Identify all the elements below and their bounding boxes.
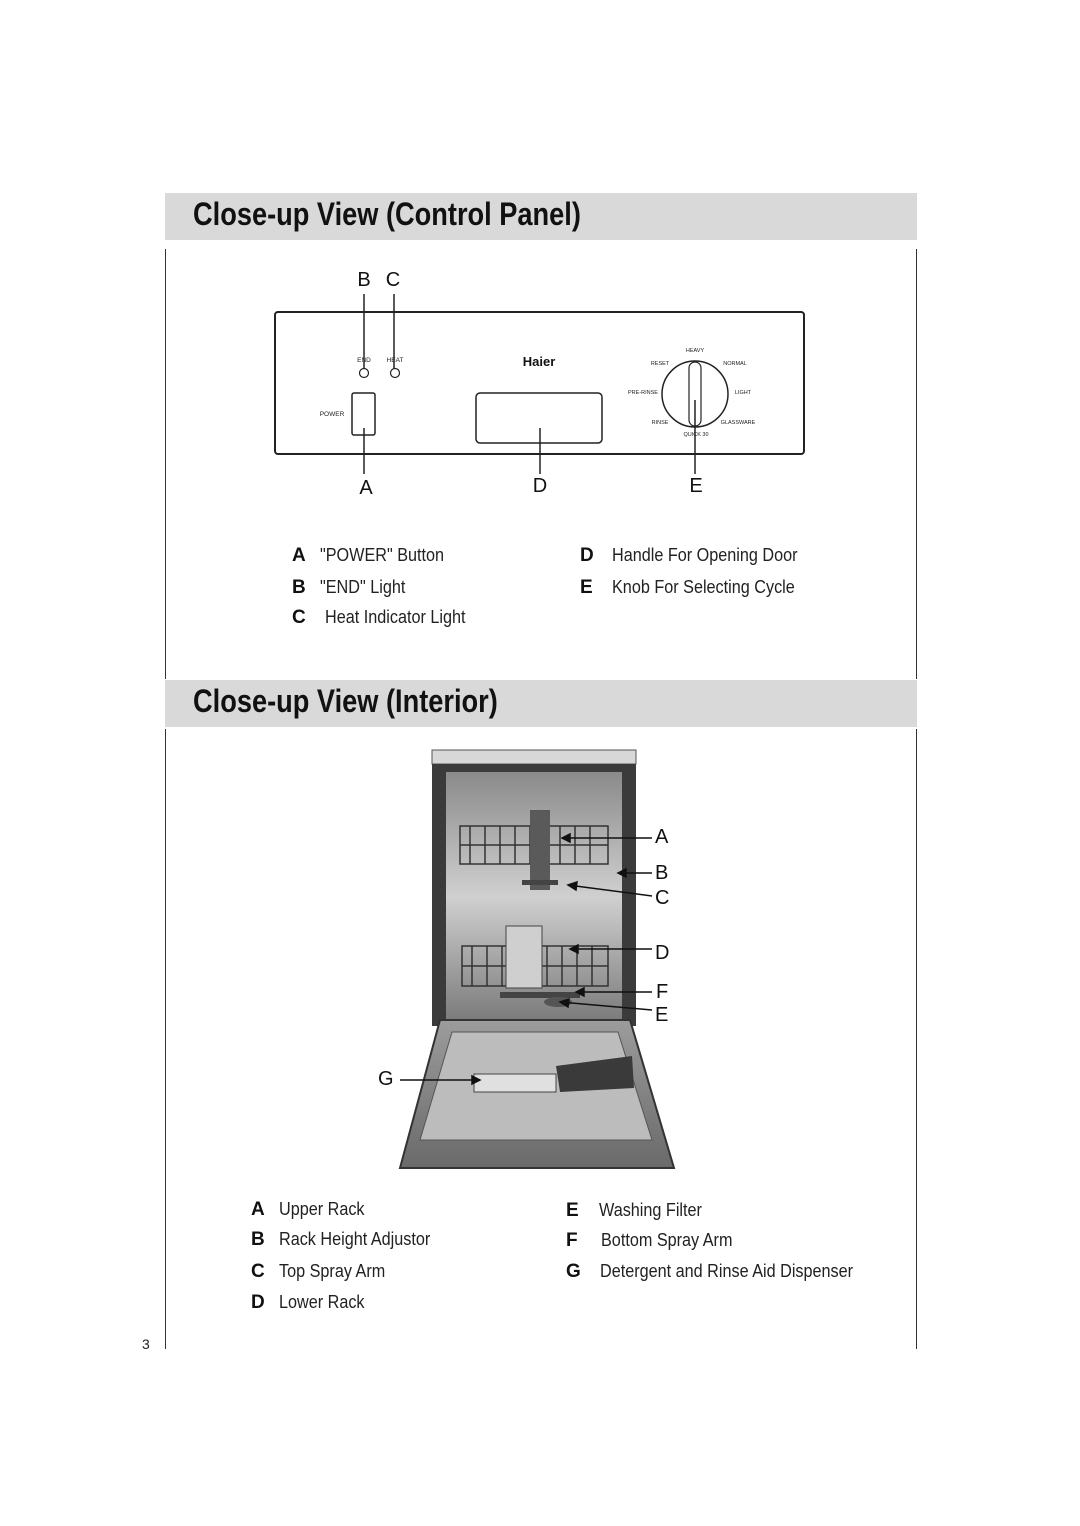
end-label: END — [357, 357, 371, 364]
interior-title: Close-up View (Interior) — [193, 683, 498, 719]
legend-text: Upper Rack — [279, 1199, 365, 1219]
left-rule-2 — [165, 729, 166, 1349]
legend-letter: D — [251, 1292, 265, 1313]
legend-letter: G — [566, 1261, 581, 1282]
legend-letter: E — [566, 1200, 579, 1221]
legend-text: Heat Indicator Light — [325, 607, 466, 627]
callout-g: G — [378, 1068, 394, 1090]
svg-text:RESET: RESET — [651, 361, 670, 367]
legend-letter: F — [566, 1230, 578, 1251]
svg-text:RINSE: RINSE — [652, 420, 669, 426]
callout-d: D — [533, 475, 547, 497]
legend-item: A Upper Rack — [251, 1199, 374, 1221]
legend-letter: E — [580, 577, 593, 598]
legend-item: B Rack Height Adjustor — [251, 1229, 447, 1251]
left-rule — [165, 249, 166, 679]
legend-item: F Bottom Spray Arm — [566, 1230, 747, 1252]
page-number: 3 — [142, 1336, 150, 1352]
callout-b: B — [357, 269, 370, 291]
legend-text: "END" Light — [320, 577, 406, 597]
control-panel-section-header: Close-up View (Control Panel) — [165, 193, 917, 240]
callout-c: C — [386, 269, 400, 291]
callout-f: F — [656, 981, 668, 1003]
svg-text:GLASSWARE: GLASSWARE — [721, 420, 756, 426]
cutlery-basket — [505, 925, 543, 989]
legend-text: Lower Rack — [279, 1292, 365, 1312]
svg-text:QUICK 30: QUICK 30 — [683, 432, 708, 438]
legend-text: Knob For Selecting Cycle — [612, 577, 795, 597]
legend-text: Bottom Spray Arm — [601, 1230, 733, 1250]
detergent-dispenser — [473, 1073, 557, 1093]
legend-item: E Washing Filter — [566, 1200, 713, 1222]
control-panel-title: Close-up View (Control Panel) — [193, 196, 581, 232]
legend-item: E Knob For Selecting Cycle — [580, 577, 815, 599]
legend-item: D Lower Rack — [251, 1292, 374, 1314]
legend-item: C Heat Indicator Light — [292, 607, 481, 629]
svg-text:LIGHT: LIGHT — [735, 390, 752, 396]
door-handle — [475, 392, 603, 444]
legend-text: Washing Filter — [599, 1200, 702, 1220]
legend-item: C Top Spray Arm — [251, 1261, 397, 1283]
legend-letter: A — [292, 545, 306, 566]
legend-text: Detergent and Rinse Aid Dispenser — [600, 1261, 854, 1281]
interior-section-header: Close-up View (Interior) — [165, 680, 917, 727]
legend-letter: A — [251, 1199, 265, 1220]
legend-letter: D — [580, 545, 594, 566]
legend-letter: C — [251, 1261, 265, 1282]
legend-text: Top Spray Arm — [279, 1261, 386, 1281]
legend-text: Handle For Opening Door — [612, 545, 798, 565]
brand-logo: Haier — [523, 354, 556, 369]
callout-d: D — [655, 942, 669, 964]
svg-text:HEAVY: HEAVY — [686, 348, 705, 354]
callout-b: B — [655, 862, 668, 884]
top-spray-arm — [522, 880, 558, 885]
heat-label: HEAT — [387, 357, 404, 364]
svg-text:NORMAL: NORMAL — [723, 361, 747, 367]
callout-a: A — [359, 477, 373, 499]
legend-item: G Detergent and Rinse Aid Dispenser — [566, 1261, 881, 1283]
right-rule-2 — [916, 729, 917, 1349]
legend-item: B "END" Light — [292, 577, 415, 599]
end-light — [358, 367, 370, 379]
legend-text: "POWER" Button — [320, 545, 445, 565]
legend-text: Rack Height Adjustor — [279, 1229, 431, 1249]
svg-text:PRE-RINSE: PRE-RINSE — [628, 390, 658, 396]
legend-item: D Handle For Opening Door — [580, 545, 818, 567]
callout-e: E — [689, 475, 702, 497]
legend-item: A "POWER" Button — [292, 545, 458, 567]
legend-letter: B — [292, 577, 306, 598]
interior-diagram: A B C D F E G — [378, 749, 676, 1169]
control-panel-diagram: B C END HEAT POWER A Haier D E HEAVY RES… — [274, 269, 805, 499]
bottom-spray-arm — [500, 992, 580, 998]
heat-light — [389, 367, 401, 379]
right-rule — [916, 249, 917, 679]
legend-letter: B — [251, 1229, 265, 1250]
callout-c: C — [655, 887, 669, 909]
callout-e: E — [655, 1004, 668, 1026]
callout-a: A — [655, 826, 669, 848]
legend-letter: C — [292, 607, 306, 628]
power-label: POWER — [320, 411, 345, 418]
